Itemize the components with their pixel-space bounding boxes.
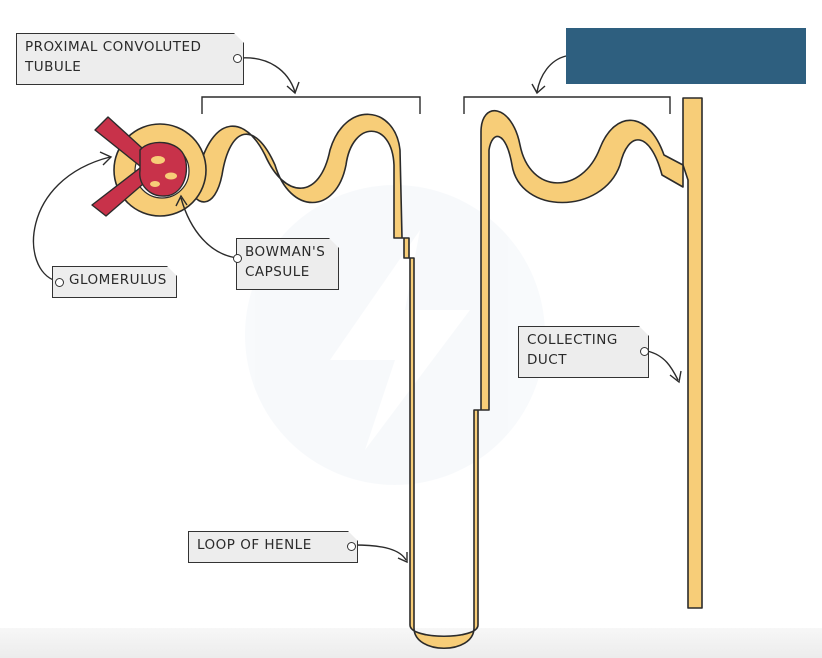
pin-dot bbox=[640, 347, 649, 356]
label-line: GLOMERULUS bbox=[69, 272, 167, 288]
pin-dot bbox=[233, 254, 242, 263]
label-line: DUCT bbox=[527, 352, 567, 368]
collecting-duct-arrow bbox=[646, 350, 679, 381]
dct-bracket bbox=[463, 96, 671, 114]
label-glomerulus: GLOMERULUS bbox=[52, 266, 177, 298]
label-line: COLLECTING bbox=[527, 332, 618, 348]
pin-dot bbox=[347, 542, 356, 551]
label-line: TUBULE bbox=[25, 59, 82, 75]
label-line: LOOP OF HENLE bbox=[197, 537, 312, 553]
label-bowmans-capsule: BOWMAN'S CAPSULE bbox=[236, 238, 339, 290]
label-line: CAPSULE bbox=[245, 264, 310, 280]
glomerulus-arrow bbox=[32, 156, 111, 282]
label-proximal-convoluted-tubule: PROXIMAL CONVOLUTED TUBULE bbox=[16, 33, 244, 85]
hidden-label-box bbox=[566, 28, 806, 84]
loop-arrow bbox=[353, 544, 407, 561]
pin-dot bbox=[233, 54, 242, 63]
label-line: PROXIMAL CONVOLUTED bbox=[25, 39, 202, 55]
nephron-tubule bbox=[185, 109, 684, 649]
pct-arrow bbox=[239, 57, 296, 93]
glomerulus-shape bbox=[91, 116, 188, 217]
dct-arrow bbox=[536, 55, 567, 93]
bottom-band bbox=[0, 628, 822, 658]
pct-bracket bbox=[201, 96, 421, 114]
pin-dot bbox=[55, 278, 64, 287]
label-loop-of-henle: LOOP OF HENLE bbox=[188, 531, 358, 563]
label-line: BOWMAN'S bbox=[245, 244, 326, 260]
collecting-duct-shape bbox=[682, 97, 703, 609]
label-collecting-duct: COLLECTING DUCT bbox=[518, 326, 649, 378]
connector-arrows bbox=[32, 55, 682, 564]
bowmans-arrow bbox=[180, 197, 239, 259]
